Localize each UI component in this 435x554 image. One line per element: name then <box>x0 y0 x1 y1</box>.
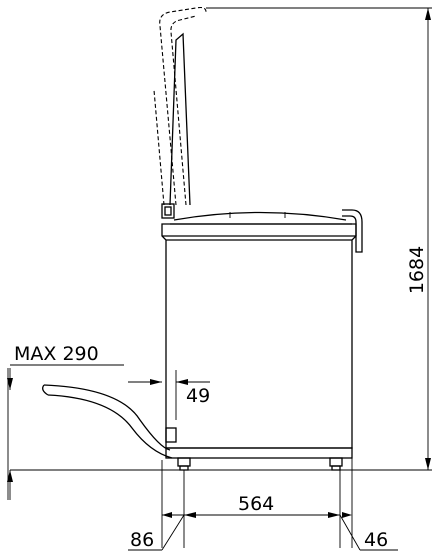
foot-span-label: 564 <box>238 493 274 515</box>
drain-hose <box>42 384 173 459</box>
right-foot-offset-label: 46 <box>364 529 388 551</box>
floor-and-extension-lines <box>7 7 432 548</box>
washer-cabinet <box>161 223 357 471</box>
lid-hinge <box>161 32 191 219</box>
right-foot-offset-dimension <box>339 512 398 551</box>
foot-span-dimension <box>184 512 340 518</box>
side-offset-label: 49 <box>186 385 210 407</box>
side-offset-dimension <box>128 379 210 385</box>
hose-max-label: MAX 290 <box>14 343 99 365</box>
hose-height-dimension <box>7 364 124 500</box>
left-foot-offset-dimension <box>128 512 185 551</box>
washer-top-cover <box>170 209 363 253</box>
left-foot-offset-label: 86 <box>130 529 154 551</box>
height-dimension-label: 1684 <box>406 246 428 294</box>
height-dimension <box>425 8 431 470</box>
open-lid-outline <box>153 6 207 206</box>
